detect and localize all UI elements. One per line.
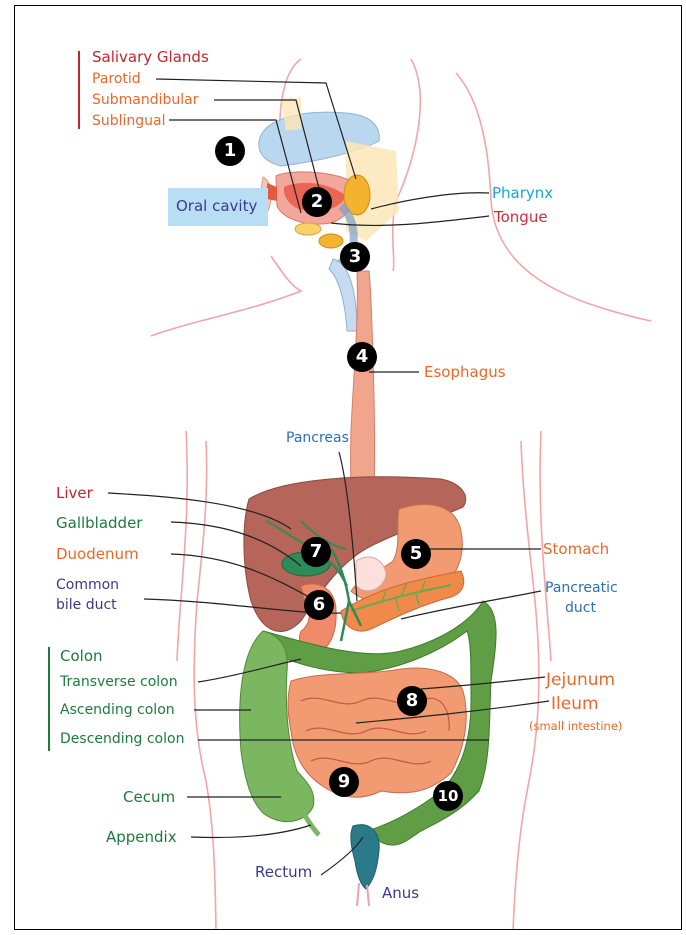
label-anus: Anus <box>382 884 419 902</box>
badge-9: 9 <box>329 767 359 797</box>
label-pancreas: Pancreas <box>286 429 349 447</box>
label-parotid: Parotid <box>92 70 141 88</box>
label-small-intestine: (small intestine) <box>529 717 622 735</box>
label-appendix: Appendix <box>106 828 177 846</box>
badge-7: 7 <box>301 537 331 567</box>
badge-6: 6 <box>304 590 334 620</box>
colon-bracket <box>48 647 50 751</box>
label-gallbladder: Gallbladder <box>56 514 142 532</box>
label-submandibular: Submandibular <box>92 91 199 109</box>
label-rectum: Rectum <box>255 863 312 881</box>
label-salivary-glands: Salivary Glands <box>92 48 209 66</box>
label-pharynx: Pharynx <box>492 184 553 202</box>
badge-8: 8 <box>397 686 427 716</box>
label-esophagus: Esophagus <box>424 363 506 381</box>
label-stomach: Stomach <box>543 540 609 558</box>
badge-4: 4 <box>347 342 377 372</box>
label-duodenum: Duodenum <box>56 545 139 563</box>
oral-cavity-box: Oral cavity <box>168 188 268 226</box>
badge-5: 5 <box>401 539 431 569</box>
label-liver: Liver <box>56 484 93 502</box>
label-colon: Colon <box>60 647 103 665</box>
salivary-bracket <box>78 51 80 129</box>
badge-1: 1 <box>215 136 245 166</box>
label-cecum: Cecum <box>123 788 175 806</box>
diagram-frame: Salivary Glands Parotid Submandibular Su… <box>14 5 682 930</box>
label-ascending-colon: Ascending colon <box>60 701 175 719</box>
label-jejunum: Jejunum <box>546 671 615 689</box>
badge-2: 2 <box>302 187 332 217</box>
label-pancreatic: Pancreatic <box>545 579 618 597</box>
label-bile-duct: bile duct <box>56 596 117 614</box>
label-common: Common <box>56 576 119 594</box>
label-tongue: Tongue <box>494 208 548 226</box>
badge-10: 10 <box>433 781 463 811</box>
label-sublingual: Sublingual <box>92 112 166 130</box>
head-structures <box>257 97 399 331</box>
label-oral-cavity: Oral cavity <box>176 197 257 215</box>
label-transverse-colon: Transverse colon <box>60 673 178 691</box>
badge-3: 3 <box>340 242 370 272</box>
label-duct: duct <box>565 599 596 617</box>
label-descending-colon: Descending colon <box>60 730 184 748</box>
label-ileum: Ileum <box>551 695 599 713</box>
